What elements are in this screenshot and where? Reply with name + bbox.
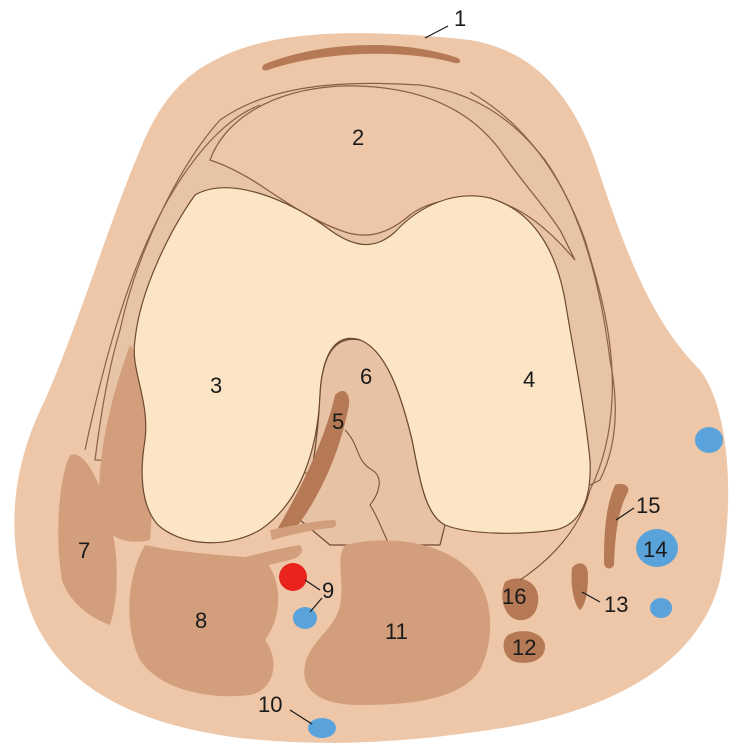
label-14: 14 bbox=[643, 537, 667, 562]
label-1: 1 bbox=[454, 6, 466, 31]
label-10: 10 bbox=[258, 692, 282, 717]
saphenous-vein-small bbox=[308, 718, 336, 738]
label-7: 7 bbox=[78, 538, 90, 563]
label-13: 13 bbox=[604, 592, 628, 617]
label-16: 16 bbox=[502, 584, 526, 609]
label-8: 8 bbox=[195, 608, 207, 633]
vein-upper-right bbox=[695, 427, 723, 453]
leader-1 bbox=[425, 26, 448, 38]
popliteal-artery bbox=[279, 563, 307, 591]
vein-small-right bbox=[650, 598, 672, 618]
popliteal-vein bbox=[293, 607, 317, 629]
label-15: 15 bbox=[636, 493, 660, 518]
label-3: 3 bbox=[210, 373, 222, 398]
label-9: 9 bbox=[322, 578, 334, 603]
label-11: 11 bbox=[385, 619, 408, 644]
label-6: 6 bbox=[360, 364, 372, 389]
label-12: 12 bbox=[512, 635, 536, 660]
label-2: 2 bbox=[352, 125, 364, 150]
label-4: 4 bbox=[523, 367, 535, 392]
label-5: 5 bbox=[332, 409, 344, 434]
